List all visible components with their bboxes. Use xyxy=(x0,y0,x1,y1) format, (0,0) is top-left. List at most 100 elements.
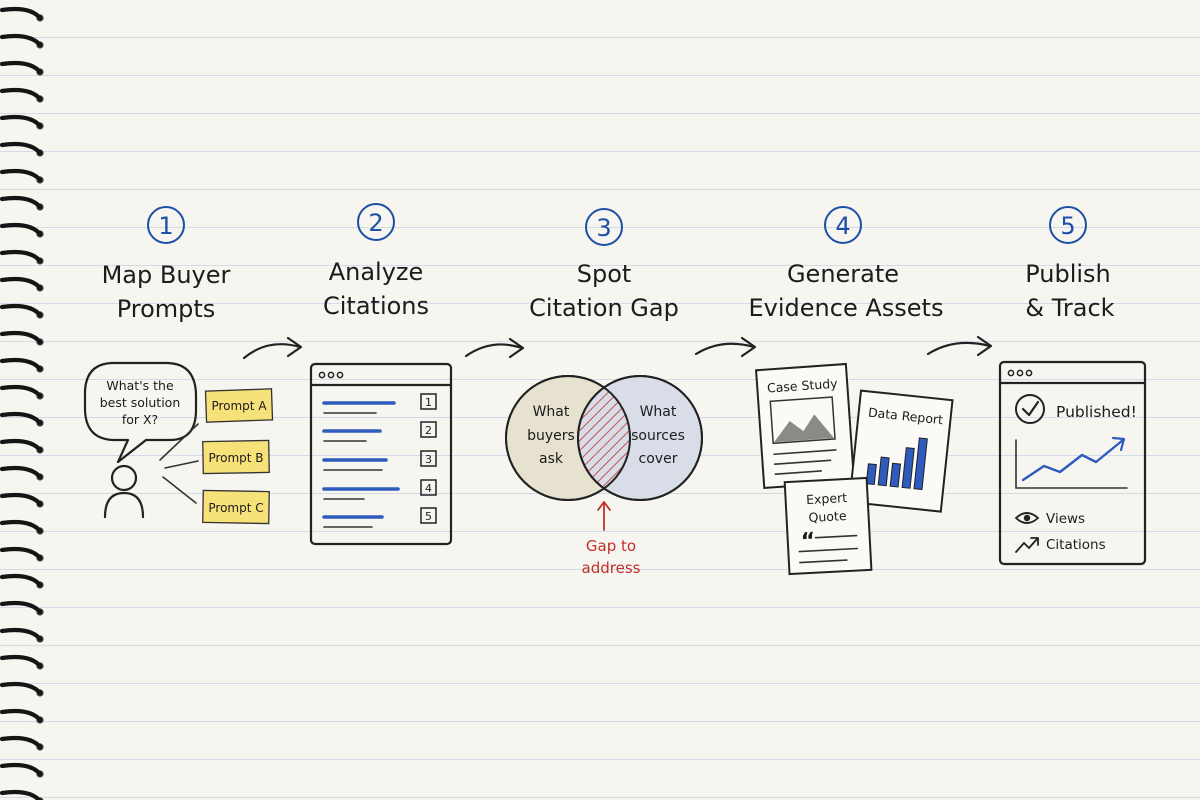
binding-ring xyxy=(0,195,43,210)
venn-right-line-2: sources xyxy=(631,428,685,444)
venn-left-line-2: buyers xyxy=(527,428,575,444)
growth-chart-icon xyxy=(1015,436,1128,489)
arrow-step4-to-step5 xyxy=(926,335,993,357)
metric-views: Views xyxy=(1046,511,1085,527)
binding-ring xyxy=(0,519,43,534)
binding-ring xyxy=(0,600,43,615)
binding-ring xyxy=(0,465,43,480)
arrow-step2-to-step3 xyxy=(464,337,525,359)
binding-ring xyxy=(0,384,43,399)
binding-ring xyxy=(0,114,43,129)
venn-left-line-1: What xyxy=(533,404,570,420)
spiral-binding xyxy=(0,6,44,800)
binding-ring xyxy=(0,762,43,777)
gap-label-line-1: Gap to xyxy=(586,537,636,555)
user-icon xyxy=(103,464,145,519)
step-5-title-line1: Publish xyxy=(1025,260,1111,288)
trend-up-icon xyxy=(1015,537,1039,553)
step-3-header: 3 Spot Citation Gap xyxy=(529,208,679,322)
published-window xyxy=(998,360,1147,566)
binding-ring xyxy=(0,492,43,507)
prompt-a-note: Prompt A xyxy=(204,388,274,423)
binding-ring xyxy=(0,222,43,237)
binding-ring xyxy=(0,6,43,21)
prompt-c-label: Prompt C xyxy=(208,501,263,515)
step-3-number: 3 xyxy=(596,214,611,242)
step-5-number: 5 xyxy=(1060,212,1075,240)
gap-label-line-2: address xyxy=(582,559,641,577)
binding-ring xyxy=(0,681,43,696)
step-4-header: 4 Generate Evidence Assets xyxy=(749,206,944,322)
binding-ring xyxy=(0,627,43,642)
step-1-title-line2: Prompts xyxy=(117,295,216,323)
prompt-a-label: Prompt A xyxy=(211,399,267,413)
step-5-header: 5 Publish & Track xyxy=(1025,206,1115,322)
rank-number: 4 xyxy=(425,482,432,495)
step-1-header: 1 Map Buyer Prompts xyxy=(102,206,231,323)
rank-number: 1 xyxy=(425,396,432,409)
binding-ring xyxy=(0,735,43,750)
bar-chart-icon xyxy=(865,437,928,491)
venn-right-line-1: What xyxy=(640,404,677,420)
binding-ring xyxy=(0,789,42,800)
step-4-title-line1: Generate xyxy=(787,260,899,288)
step-2-header: 2 Analyze Citations xyxy=(323,203,429,320)
step-5-title-line2: & Track xyxy=(1025,294,1114,322)
citation-row: 2 xyxy=(322,421,437,442)
step-1-number: 1 xyxy=(158,212,173,240)
rank-number: 5 xyxy=(425,510,432,523)
quote-mark-icon: “ xyxy=(800,529,816,555)
binding-ring xyxy=(0,708,43,723)
quote-label-line-1: Expert xyxy=(806,490,848,507)
venn-gap-overlap xyxy=(578,376,630,500)
binding-ring xyxy=(0,87,43,102)
binding-ring xyxy=(0,249,43,264)
venn-diagram: What buyers ask What sources cover xyxy=(505,375,703,501)
citations-window xyxy=(309,362,453,546)
data-report-doc: Data Report xyxy=(848,389,954,513)
citation-row: 5 xyxy=(322,507,437,528)
step-3-title-line2: Citation Gap xyxy=(529,294,679,322)
eye-icon xyxy=(1014,512,1040,524)
rank-box xyxy=(420,421,437,438)
binding-ring xyxy=(0,573,43,588)
step-1-title-line1: Map Buyer xyxy=(102,261,231,289)
binding-ring xyxy=(0,276,43,291)
step-4-number: 4 xyxy=(835,212,850,240)
binding-ring xyxy=(0,546,43,561)
rank-box xyxy=(420,393,437,410)
binding-ring xyxy=(0,60,43,75)
venn-right-line-3: cover xyxy=(639,451,678,467)
rank-number: 2 xyxy=(425,424,432,437)
citation-row: 1 xyxy=(322,393,437,414)
binding-ring xyxy=(0,357,43,372)
rank-box xyxy=(420,450,437,467)
binding-ring xyxy=(0,438,43,453)
gap-annotation: Gap to address xyxy=(582,501,641,577)
case-study-label: Case Study xyxy=(766,376,838,396)
citation-row: 4 xyxy=(322,479,437,500)
binding-ring xyxy=(0,141,43,156)
binding-ring xyxy=(0,303,43,318)
published-status: Published! xyxy=(1056,403,1137,421)
binding-ring xyxy=(0,330,43,345)
step-3-title-line1: Spot xyxy=(577,260,632,288)
prompt-b-note: Prompt B xyxy=(202,439,270,475)
binding-ring xyxy=(0,168,43,183)
metric-citations: Citations xyxy=(1046,537,1106,553)
arrow-step1-to-step2 xyxy=(242,336,303,360)
rank-number: 3 xyxy=(425,453,432,466)
step-2-number: 2 xyxy=(368,209,383,237)
arrow-step3-to-step4 xyxy=(694,336,757,358)
step-2-title-line2: Citations xyxy=(323,292,429,320)
bubble-line-3: for X? xyxy=(122,412,158,427)
venn-left-line-3: ask xyxy=(539,451,564,467)
binding-ring xyxy=(0,411,43,426)
step-4-title-line2: Evidence Assets xyxy=(749,294,944,322)
bubble-line-2: best solution xyxy=(100,395,181,410)
bubble-line-1: What's the xyxy=(106,378,174,393)
image-placeholder-icon xyxy=(769,396,836,445)
expert-quote-doc: Expert Quote “ xyxy=(783,476,873,576)
check-circle-icon xyxy=(1015,394,1045,424)
